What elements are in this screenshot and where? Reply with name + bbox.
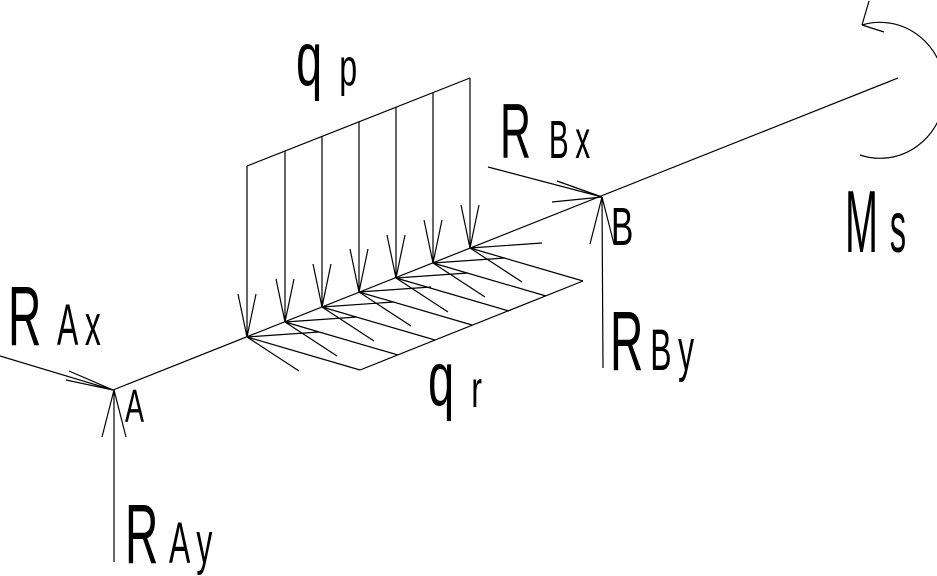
qp-arrow-barb xyxy=(469,204,480,249)
qr-arrow-shaft xyxy=(469,247,584,282)
qr-arrow-barb xyxy=(469,247,523,283)
qr-arrow-barb xyxy=(246,331,320,338)
label-reaction-ray: R Ay xyxy=(125,489,219,576)
qp-arrow-barb xyxy=(358,248,369,293)
moment-arrow-barb xyxy=(861,24,885,33)
qr-load-bottom-line xyxy=(359,280,584,371)
label-moment-ms: M s xyxy=(845,173,906,271)
qp-load-arrows xyxy=(237,78,480,338)
rax-arrow-barb xyxy=(68,370,114,391)
qr-arrow-barb xyxy=(432,262,486,298)
ray-arrow-barb xyxy=(113,389,127,438)
rbx-arrow-barb xyxy=(556,180,603,198)
reaction-rbx-arrow xyxy=(487,166,603,203)
qr-load xyxy=(246,242,584,372)
moment-arrow-barb xyxy=(861,0,870,26)
qp-arrow-barb xyxy=(460,204,471,249)
ray-arrow-barb xyxy=(101,389,115,438)
label-reaction-rax: R Ax xyxy=(8,271,107,364)
qr-arrow-shaft xyxy=(432,262,547,297)
label-support-a: A xyxy=(125,381,144,433)
qp-arrow-barb xyxy=(312,263,323,308)
label-load-qp: q p xyxy=(296,18,357,102)
moment-arc xyxy=(859,21,937,159)
qr-arrow-barb xyxy=(358,286,432,293)
moment-ms-arrow xyxy=(859,0,937,159)
qr-arrow-barb xyxy=(358,291,412,327)
qp-arrow-barb xyxy=(423,219,434,264)
rbx-arrow-barb xyxy=(551,196,603,203)
qp-arrow-barb xyxy=(246,293,257,338)
label-reaction-rbx: R Bx xyxy=(500,89,597,176)
qr-arrow-barb xyxy=(469,242,543,249)
rby-arrow-barb xyxy=(601,196,615,245)
label-reaction-rby: R By xyxy=(610,296,701,389)
qr-arrow-barb xyxy=(321,306,375,342)
rby-arrow-barb xyxy=(589,196,603,245)
label-support-b: B xyxy=(611,196,633,257)
qp-load xyxy=(237,77,480,338)
qr-arrow-shaft xyxy=(246,336,361,371)
reaction-ray-arrow xyxy=(101,389,127,562)
qp-arrow-barb xyxy=(432,219,443,264)
rby-arrow-shaft xyxy=(601,196,604,369)
qr-arrow-barb xyxy=(432,257,506,264)
rax-arrow-shaft xyxy=(0,355,114,391)
qr-arrow-shaft xyxy=(395,277,510,312)
label-load-qr: q r xyxy=(428,338,482,422)
qr-arrow-shaft xyxy=(284,321,399,356)
reaction-rax-arrow xyxy=(0,355,114,391)
qr-arrow-barb xyxy=(321,301,395,308)
qr-load-arrows xyxy=(246,242,584,372)
qp-arrow-barb xyxy=(395,234,406,279)
qr-arrow-barb xyxy=(284,321,338,357)
qr-arrow-shaft xyxy=(321,306,436,341)
qr-arrow-shaft xyxy=(358,291,473,326)
qp-arrow-barb xyxy=(321,263,332,308)
rbx-arrow-shaft xyxy=(487,166,603,198)
qp-arrow-barb xyxy=(237,293,248,338)
qp-arrow-barb xyxy=(275,278,286,323)
qr-arrow-barb xyxy=(284,316,358,323)
beam-line xyxy=(112,77,899,391)
reaction-rby-arrow xyxy=(589,196,615,369)
qr-arrow-barb xyxy=(395,277,449,313)
qr-arrow-barb xyxy=(246,336,300,372)
rax-arrow-barb xyxy=(65,379,114,391)
qr-arrow-barb xyxy=(395,272,469,279)
qp-arrow-barb xyxy=(386,234,397,279)
qp-arrow-barb xyxy=(284,278,295,323)
qp-arrow-barb xyxy=(349,248,360,293)
